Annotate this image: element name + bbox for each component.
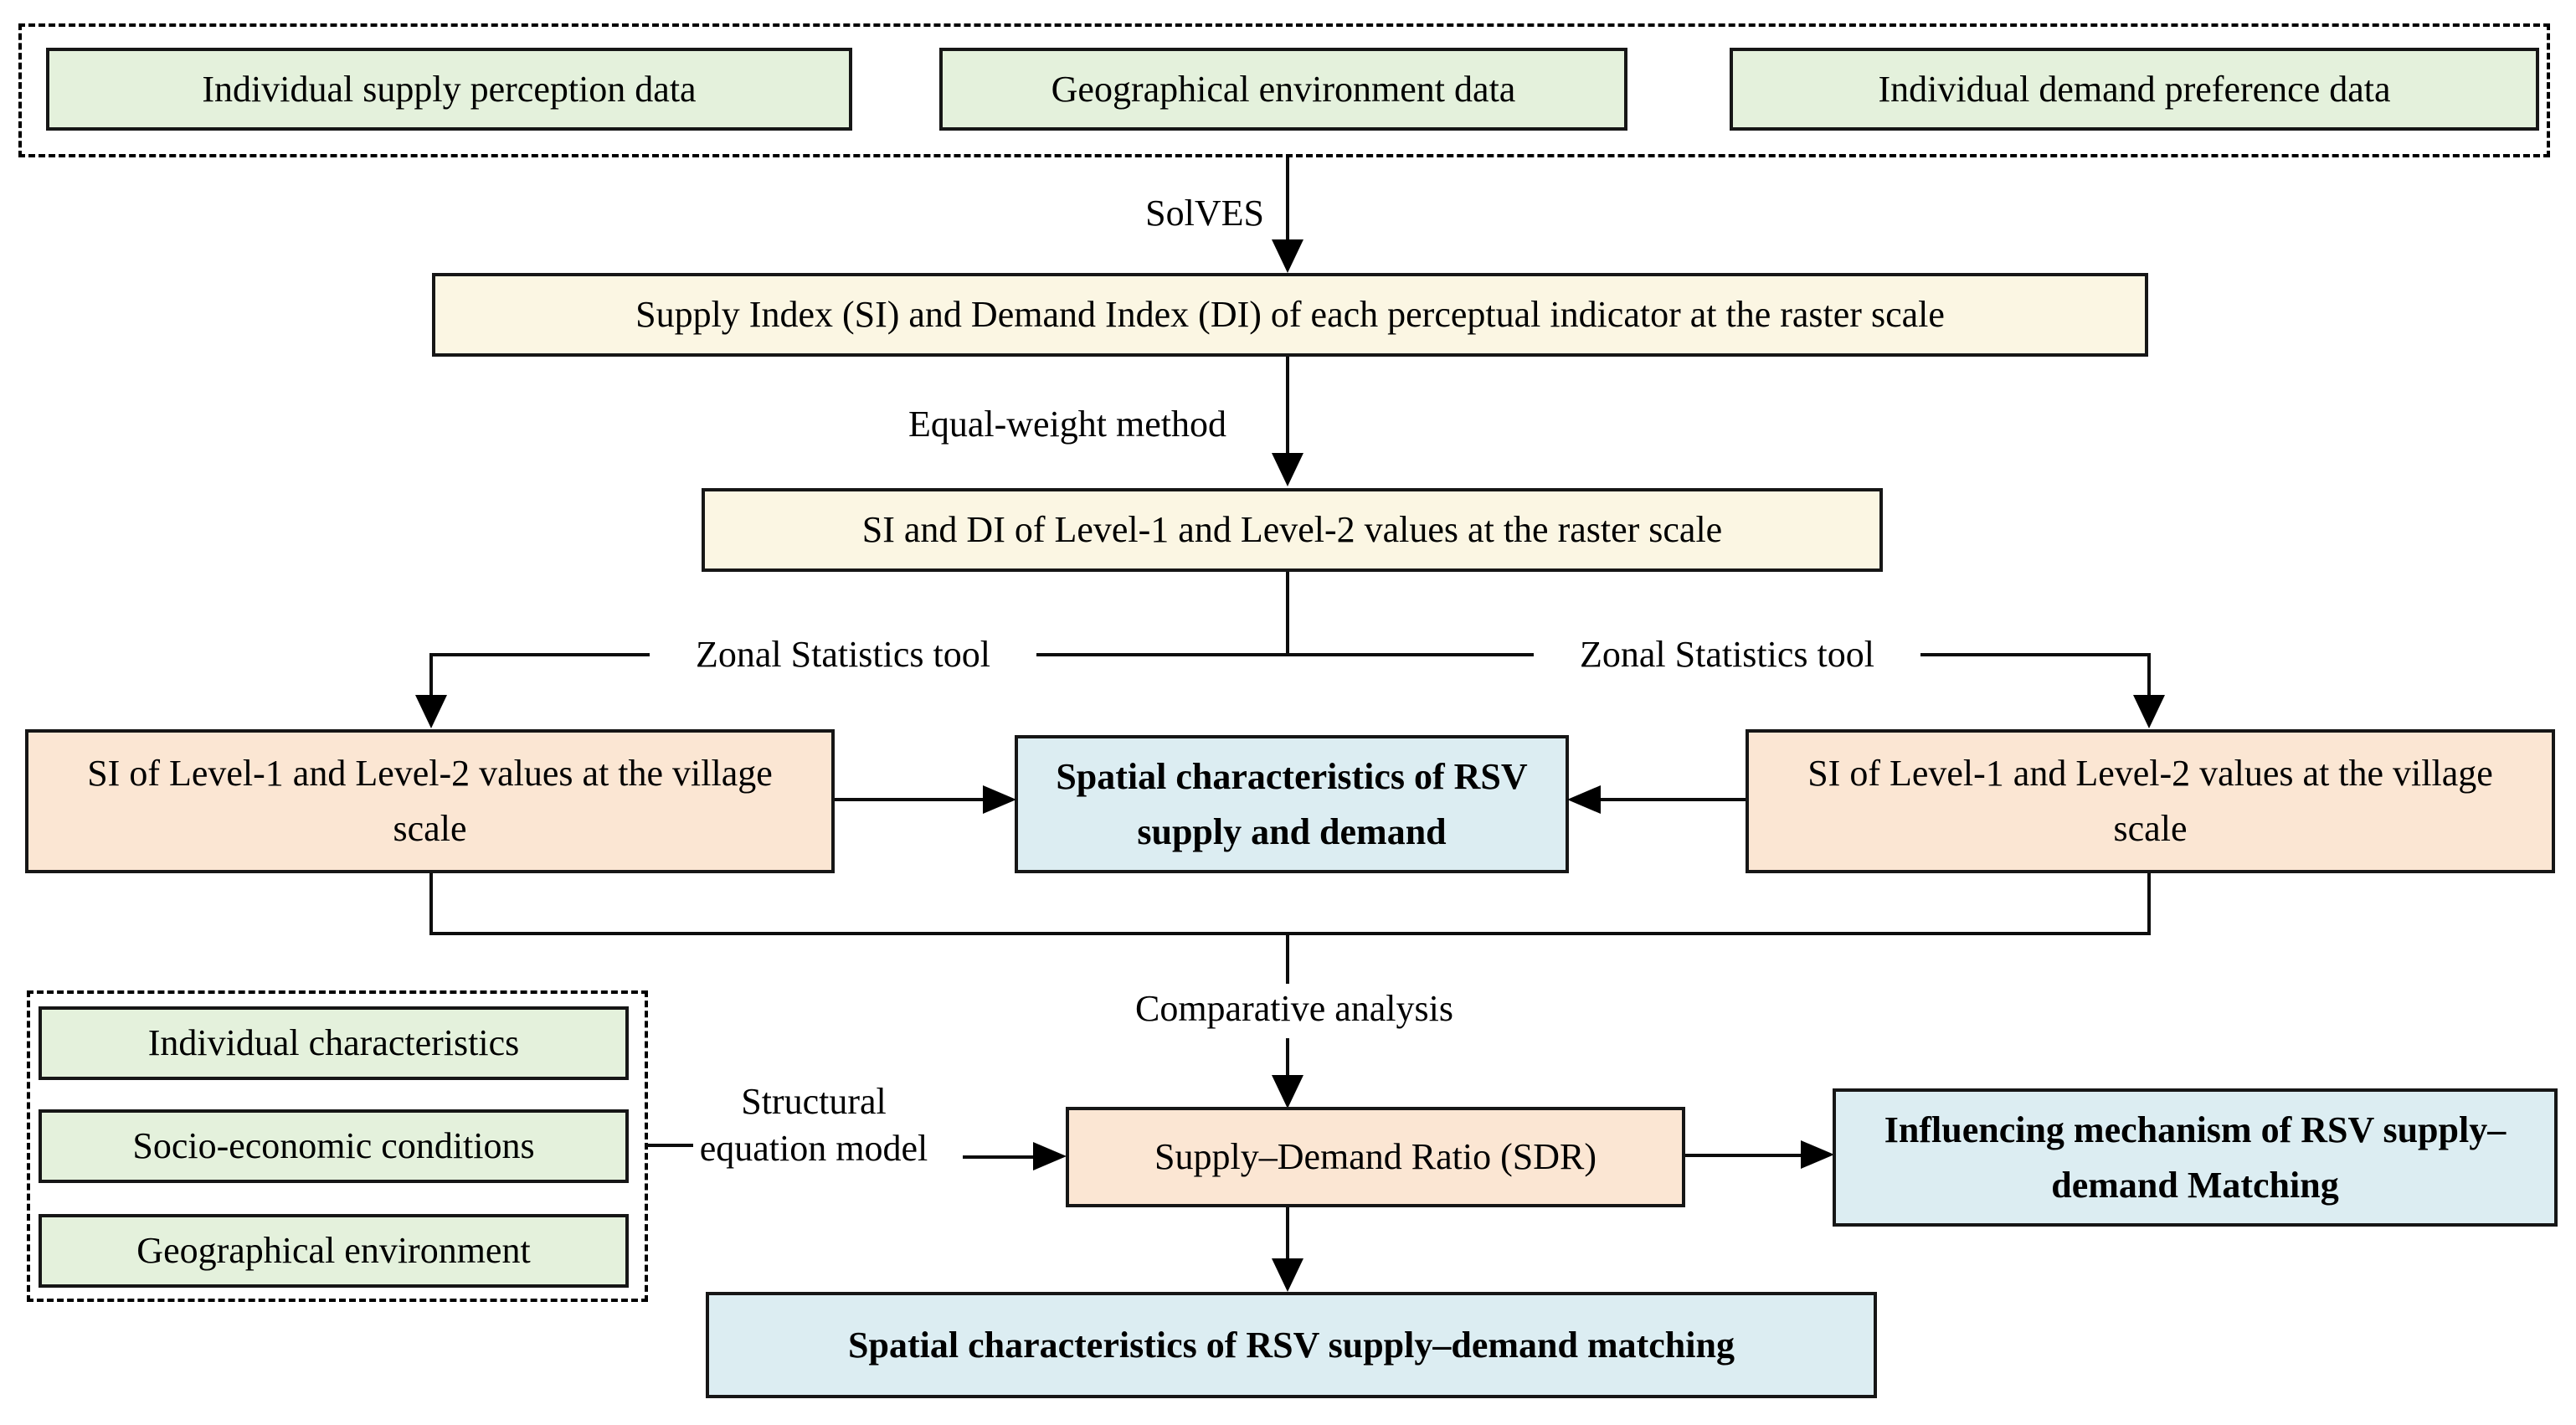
arrow-down-into-matching-icon — [1272, 1258, 1303, 1292]
box-label: SI of Level-1 and Level-2 values at the … — [87, 753, 773, 849]
connector-elbow-horizontal-line — [429, 932, 2151, 935]
connector-right-elbow-drop-line — [2147, 873, 2151, 935]
arrow-right-sem-into-sdr-icon — [1033, 1142, 1067, 1170]
arrow-down-equal-weight-icon — [1272, 453, 1303, 486]
connector-sem-dash-line — [646, 1144, 693, 1147]
box-spatial-matching: Spatial characteristics of RSV supply–de… — [706, 1292, 1877, 1398]
box-socio-economic-conditions: Socio-economic conditions — [39, 1109, 629, 1183]
box-label: Geographical environment — [136, 1230, 531, 1271]
arrow-down-solves-icon — [1272, 239, 1303, 273]
connector-sdr-to-influencing-line — [1685, 1154, 1802, 1157]
box-label: Individual supply perception data — [202, 68, 697, 110]
box-label: Spatial characteristics of RSV supply an… — [1056, 755, 1528, 852]
box-label: Socio-economic conditions — [132, 1125, 535, 1166]
box-individual-demand-preference-data: Individual demand preference data — [1730, 48, 2539, 131]
connector-equal-weight-line — [1286, 357, 1289, 455]
label-structural-equation-model: Structural equation model — [699, 1081, 928, 1169]
arrow-left-into-spatial-icon — [1567, 785, 1601, 814]
box-supply-demand-ratio: Supply–Demand Ratio (SDR) — [1066, 1107, 1685, 1207]
connector-right-to-spatial-line — [1597, 798, 1746, 801]
connector-sem-arrow-line — [963, 1155, 1035, 1159]
connector-comparative-lower-line — [1286, 1038, 1289, 1077]
label-zonal-statistics-right: Zonal Statistics tool — [1534, 634, 1920, 676]
input-data-dashed-group — [18, 23, 2550, 157]
box-label: Geographical environment data — [1051, 68, 1516, 110]
label-zonal-statistics-left: Zonal Statistics tool — [650, 634, 1036, 676]
connector-sdr-down-line — [1286, 1207, 1289, 1260]
label-comparative-analysis: Comparative analysis — [1080, 988, 1509, 1031]
arrow-down-right-village-icon — [2133, 695, 2165, 728]
label-equal-weight-method: Equal-weight method — [908, 404, 1226, 445]
box-label: SI and DI of Level-1 and Level-2 values … — [861, 509, 1723, 550]
box-village-scale-right: SI of Level-1 and Level-2 values at the … — [1746, 729, 2555, 873]
box-spatial-characteristics-supply-demand: Spatial characteristics of RSV supply an… — [1015, 735, 1569, 873]
box-geographical-environment: Geographical environment — [39, 1214, 629, 1288]
box-individual-characteristics: Individual characteristics — [39, 1006, 629, 1080]
box-label: Supply Index (SI) and Demand Index (DI) … — [635, 294, 1945, 335]
connector-branch-stem-line — [1286, 572, 1289, 656]
box-individual-supply-perception-data: Individual supply perception data — [46, 48, 852, 131]
connector-branch-horizontal-line — [429, 653, 2151, 656]
box-geographical-environment-data: Geographical environment data — [939, 48, 1627, 131]
arrow-down-left-village-icon — [415, 695, 447, 728]
label-solves: SolVES — [1145, 193, 1264, 234]
box-label: SI of Level-1 and Level-2 values at the … — [1807, 753, 2493, 849]
arrow-right-into-influencing-icon — [1801, 1140, 1834, 1169]
box-village-scale-left: SI of Level-1 and Level-2 values at the … — [25, 729, 835, 873]
arrow-right-into-spatial-icon — [983, 785, 1016, 814]
connector-left-elbow-drop-line — [429, 873, 433, 935]
box-influencing-mechanism: Influencing mechanism of RSV supply–dema… — [1833, 1088, 2558, 1227]
box-label: Spatial characteristics of RSV supply–de… — [848, 1324, 1735, 1366]
connector-comparative-stem-line — [1286, 932, 1289, 984]
box-raster-levels-si-di: SI and DI of Level-1 and Level-2 values … — [702, 488, 1883, 572]
box-label: Individual demand preference data — [1878, 68, 2391, 110]
box-raster-indicator-si-di: Supply Index (SI) and Demand Index (DI) … — [432, 273, 2148, 357]
connector-left-to-spatial-line — [835, 798, 985, 801]
box-label: Supply–Demand Ratio (SDR) — [1154, 1136, 1597, 1177]
box-label: Individual characteristics — [147, 1022, 520, 1063]
connector-branch-left-drop-line — [429, 653, 433, 698]
connector-branch-right-drop-line — [2147, 653, 2151, 698]
connector-solves-line — [1286, 157, 1289, 241]
arrow-down-into-sdr-icon — [1272, 1075, 1303, 1109]
box-label: Influencing mechanism of RSV supply–dema… — [1884, 1109, 2507, 1206]
